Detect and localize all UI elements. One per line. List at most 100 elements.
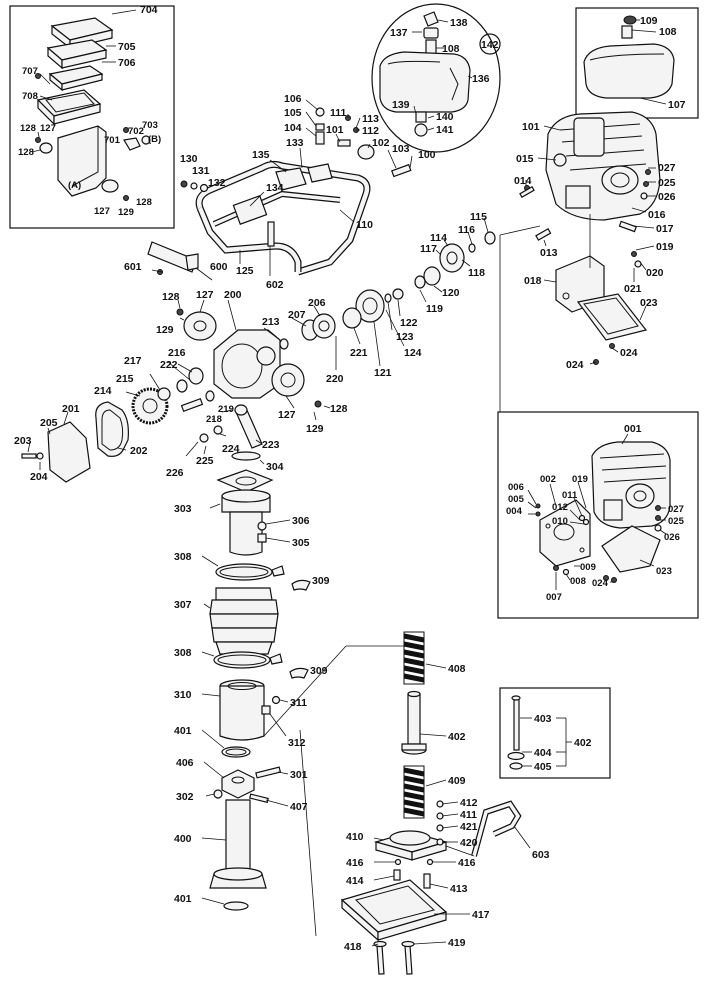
inset-oval-fuel-tank bbox=[371, 3, 501, 153]
callout-401-a: 401 bbox=[174, 725, 192, 737]
callout-020: 020 bbox=[646, 267, 664, 279]
inset-frame-engine-alt bbox=[497, 411, 699, 619]
callout-215: 215 bbox=[116, 373, 134, 385]
callout-125: 125 bbox=[236, 265, 254, 277]
callout-137: 137 bbox=[390, 27, 408, 39]
part-202-gasket bbox=[95, 401, 129, 457]
callout-106: 106 bbox=[284, 93, 302, 105]
part-115-washer bbox=[484, 231, 496, 245]
part-109-cap bbox=[623, 15, 637, 25]
callout-131: 131 bbox=[192, 165, 210, 177]
callout-109: 109 bbox=[640, 15, 658, 27]
callout-004: 004 bbox=[506, 506, 523, 517]
callout-707: 707 bbox=[22, 66, 38, 77]
callout-009: 009 bbox=[580, 562, 596, 573]
callout-224: 224 bbox=[222, 443, 240, 455]
callout-602: 602 bbox=[266, 279, 284, 291]
callout-001: 001 bbox=[624, 423, 642, 435]
callout-128-e: 128 bbox=[330, 403, 348, 415]
callout-213: 213 bbox=[262, 316, 280, 328]
callout-402-b: 402 bbox=[574, 737, 592, 749]
callout-121: 121 bbox=[374, 367, 392, 379]
part-213-ring bbox=[279, 338, 289, 350]
callout-019-a: 019 bbox=[656, 241, 674, 253]
part-304-oring bbox=[231, 451, 261, 461]
part-140-bowl bbox=[414, 123, 428, 137]
part-123-bolt bbox=[384, 293, 392, 303]
callout-133: 133 bbox=[286, 137, 304, 149]
part-127-flange-top bbox=[183, 311, 217, 341]
part-201-cover bbox=[47, 421, 91, 483]
callout-413: 413 bbox=[450, 883, 468, 895]
callout-706: 706 bbox=[118, 57, 136, 69]
part-418-bolt bbox=[376, 943, 385, 975]
part-308-clamp-top bbox=[215, 563, 273, 581]
part-engine-cylinder bbox=[573, 117, 605, 157]
callout-117: 117 bbox=[420, 243, 437, 255]
callout-A: (A) bbox=[68, 180, 81, 191]
callout-027-b: 027 bbox=[668, 504, 684, 515]
callout-118: 118 bbox=[468, 267, 485, 279]
engine-alt-inset: 001 006 005 004 002 019 011 012 010 027 … bbox=[497, 411, 699, 619]
callout-112: 112 bbox=[362, 125, 379, 137]
callout-119: 119 bbox=[426, 303, 443, 315]
callout-139: 139 bbox=[392, 99, 410, 111]
spring-foot-group: 408 402 409 412 411 421 420 410 416 416 … bbox=[340, 631, 550, 975]
part-134-mount bbox=[232, 195, 268, 225]
callout-128-b: 128 bbox=[18, 147, 34, 158]
callout-408: 408 bbox=[448, 663, 466, 675]
callout-006: 006 bbox=[508, 482, 524, 493]
callout-307: 307 bbox=[174, 599, 192, 611]
part-127-ring bbox=[101, 179, 119, 193]
part-120-spring bbox=[423, 266, 441, 286]
callout-128-a: 128 bbox=[20, 123, 36, 134]
part-136-fuel-tank bbox=[379, 51, 471, 113]
callout-103: 103 bbox=[392, 143, 410, 155]
badge-142 bbox=[479, 33, 501, 55]
callout-014: 014 bbox=[514, 175, 532, 187]
callout-026-a: 026 bbox=[658, 191, 676, 203]
part-303-cylinder bbox=[229, 511, 263, 556]
part-419-bolt bbox=[404, 943, 413, 975]
callout-705: 705 bbox=[118, 41, 136, 53]
callout-214: 214 bbox=[94, 385, 112, 397]
callout-205: 205 bbox=[40, 417, 58, 429]
gearbox-group: 128 127 200 129 213 207 206 221 220 217 … bbox=[14, 289, 368, 483]
callout-134: 134 bbox=[266, 182, 284, 194]
callout-127-c: 127 bbox=[196, 289, 214, 301]
part-405-nut bbox=[509, 762, 523, 770]
callout-013: 013 bbox=[540, 247, 558, 259]
callout-226: 226 bbox=[166, 467, 184, 479]
callout-115: 115 bbox=[470, 211, 487, 223]
callout-202: 202 bbox=[130, 445, 148, 457]
part-139-valve bbox=[415, 111, 427, 123]
part-309-bracket-bottom bbox=[289, 667, 309, 679]
part-105-washer bbox=[315, 123, 325, 131]
part-101-bolt bbox=[337, 139, 351, 147]
callout-019-b: 019 bbox=[572, 474, 588, 485]
callout-017: 017 bbox=[656, 223, 674, 235]
callout-102: 102 bbox=[372, 137, 390, 149]
rod-inset: 403 402 404 405 bbox=[499, 687, 611, 779]
part-403-rod bbox=[513, 697, 520, 751]
part-401-oring-bottom bbox=[223, 901, 249, 911]
callout-027-a: 027 bbox=[658, 162, 676, 174]
callout-116: 116 bbox=[458, 224, 475, 236]
callout-023-a: 023 bbox=[640, 297, 658, 309]
callout-130: 130 bbox=[180, 153, 198, 165]
callout-220: 220 bbox=[326, 373, 344, 385]
part-104-spacer bbox=[315, 131, 325, 145]
callout-410: 410 bbox=[346, 831, 364, 843]
callout-101-b: 101 bbox=[522, 121, 540, 133]
callout-601: 601 bbox=[124, 261, 142, 273]
part-225-clip bbox=[199, 433, 209, 443]
part-307-bellows bbox=[215, 587, 273, 601]
part-138-cap-lever bbox=[423, 11, 439, 27]
callout-010: 010 bbox=[552, 516, 568, 527]
callout-011: 011 bbox=[562, 490, 578, 501]
callout-600: 600 bbox=[210, 261, 228, 273]
callout-303: 303 bbox=[174, 503, 192, 515]
callout-402-a: 402 bbox=[448, 731, 466, 743]
callout-023-b: 023 bbox=[656, 566, 672, 577]
